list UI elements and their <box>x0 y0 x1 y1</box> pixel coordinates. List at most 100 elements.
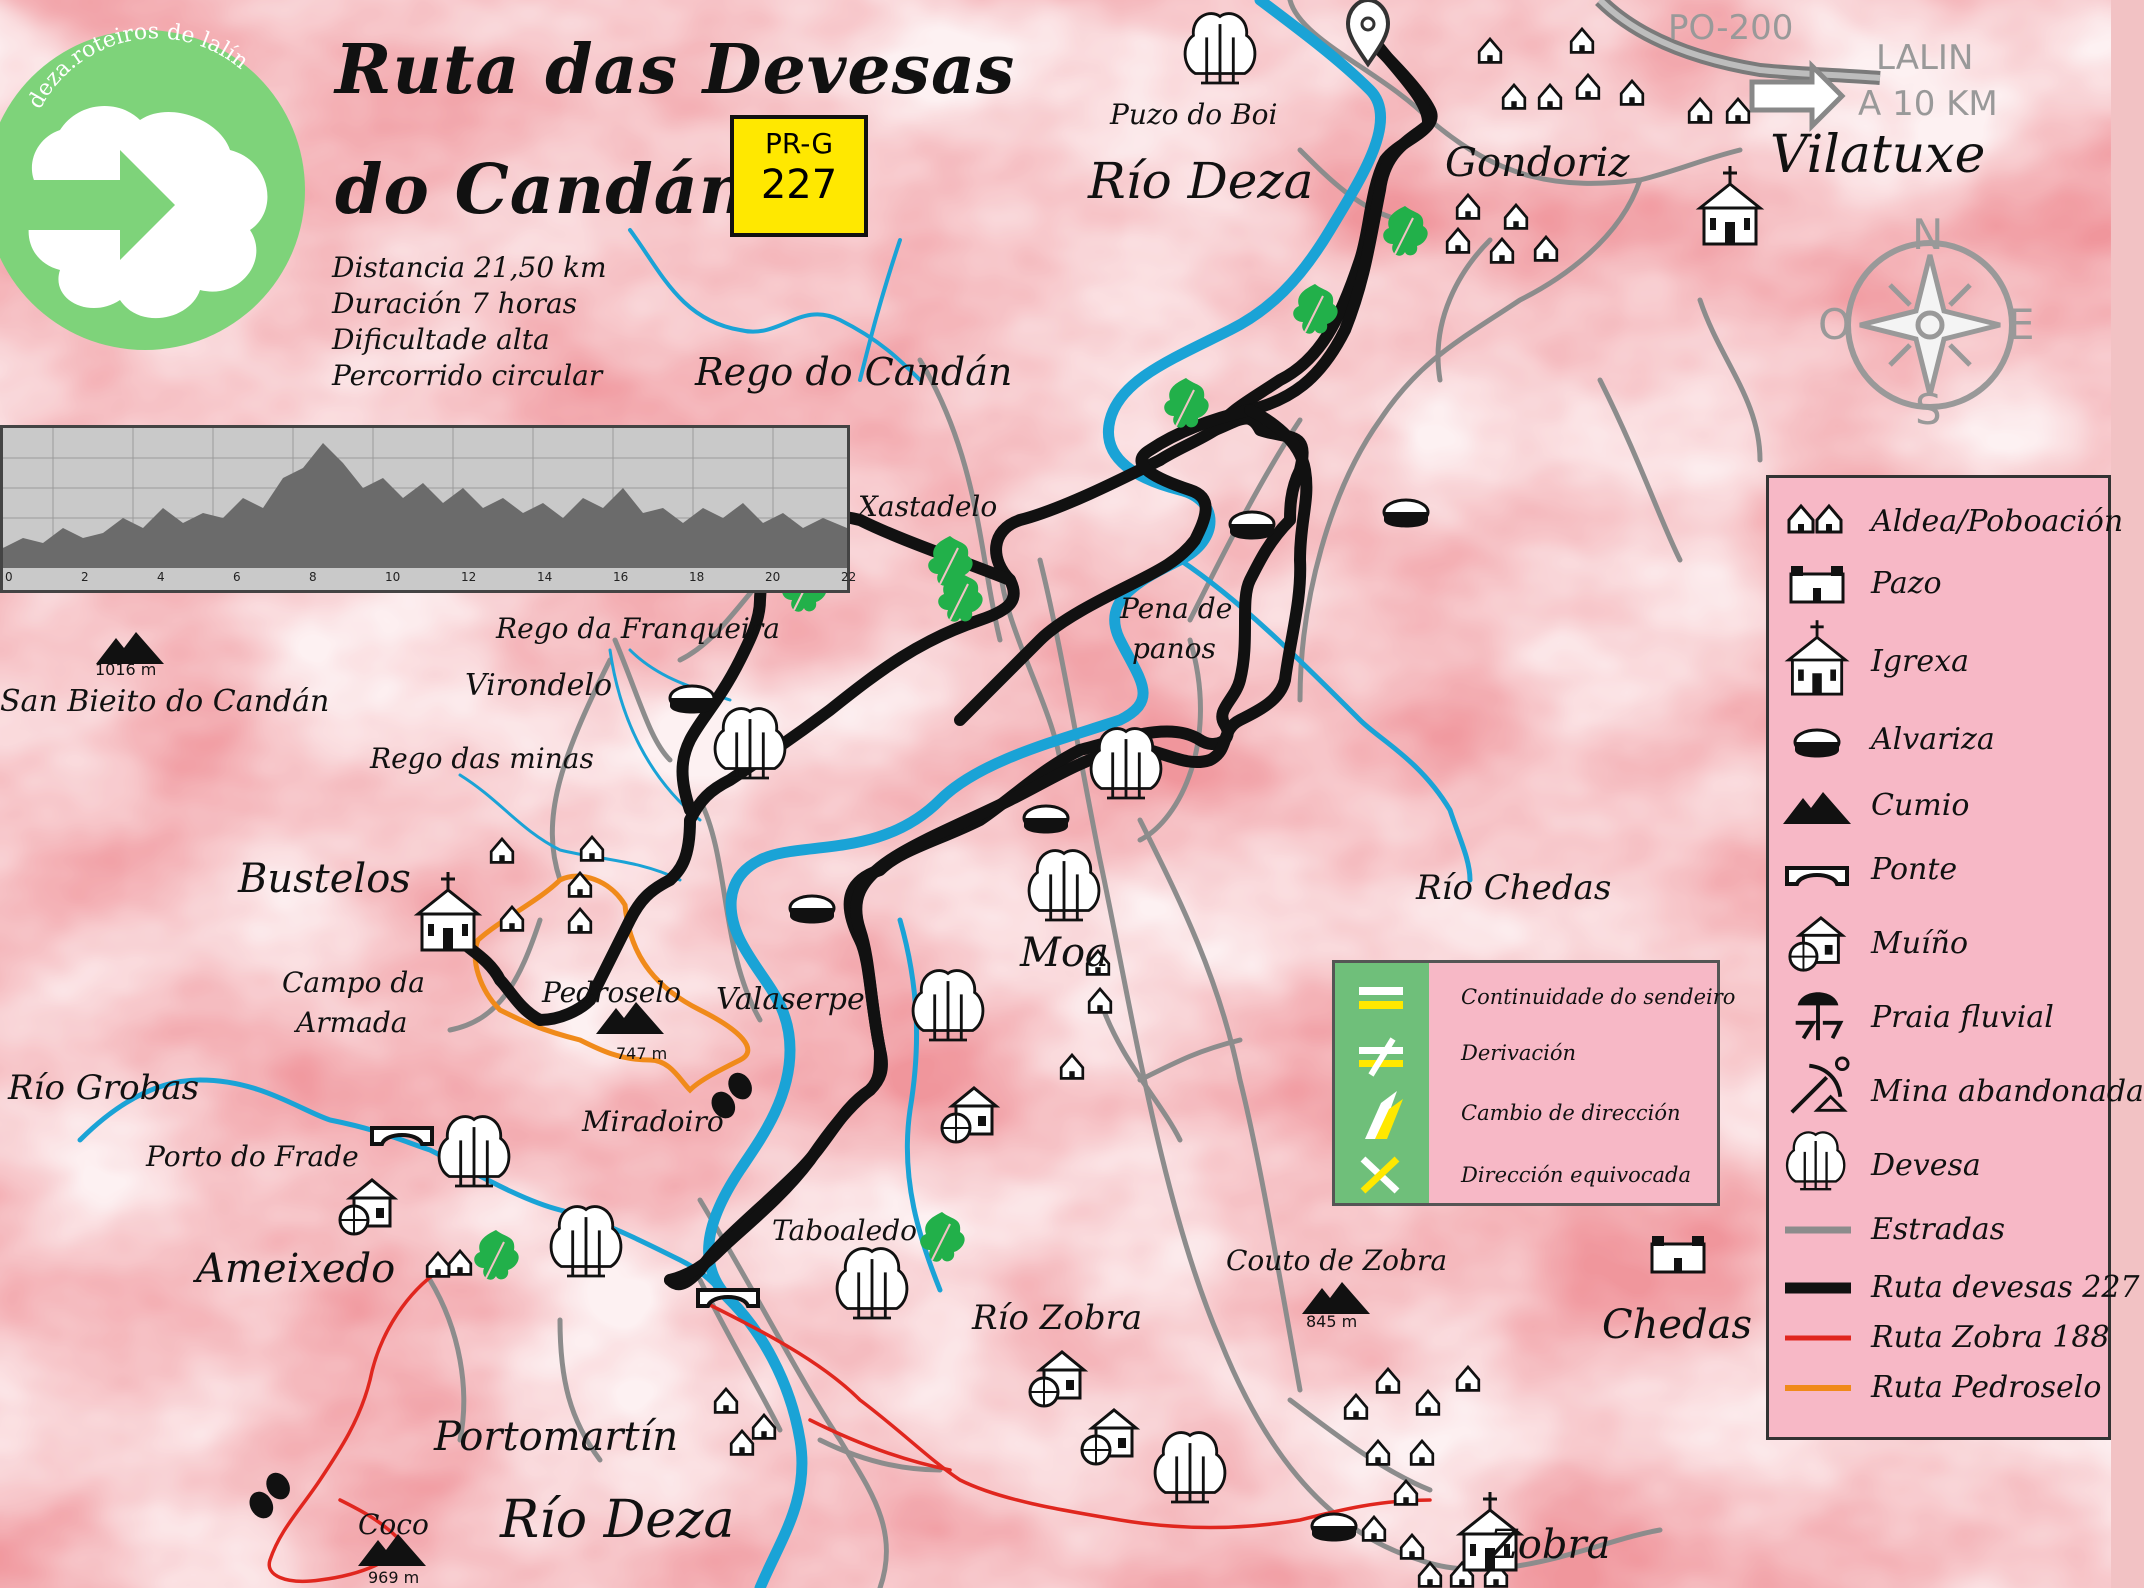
label-rego-do-candan: Rego do Candán <box>695 350 1013 394</box>
village-icon <box>1445 227 1471 254</box>
summit-icon <box>1302 1282 1370 1314</box>
legend-item-roads: Estradas <box>1769 1202 2109 1262</box>
watermill-icon <box>940 1086 998 1144</box>
bridge-icon <box>370 1126 434 1146</box>
village-icon <box>1375 1367 1401 1394</box>
village-icon <box>751 1413 777 1440</box>
label-rio-deza-north: Río Deza <box>1088 152 1314 210</box>
village-icon <box>567 907 593 934</box>
village-icon <box>1787 504 1843 534</box>
route-pedroselo-line-icon <box>1785 1385 1851 1391</box>
oak-leaf-icon <box>1163 377 1210 429</box>
church-icon <box>1698 164 1762 246</box>
profile-tick: 8 <box>309 570 317 584</box>
watermill-icon <box>1080 1408 1138 1466</box>
label-xastadelo: Xastadelo <box>858 490 998 523</box>
village-icon <box>1687 97 1713 124</box>
legend-item-church: Igrexa <box>1769 618 2109 698</box>
forest-icon <box>549 1205 623 1278</box>
village-icon <box>1087 987 1113 1014</box>
sign-direction-change: Cambio de dirección <box>1461 1101 1681 1125</box>
label-portomartin: Portomartín <box>434 1414 679 1460</box>
compass-south: S <box>1915 385 1942 434</box>
village-icon <box>729 1429 755 1456</box>
stat-distance: Distancia 21,50 km <box>332 251 607 284</box>
label-rio-chedas: Río Chedas <box>1416 868 1612 908</box>
beehive-icon <box>788 894 836 925</box>
village-icon <box>1501 83 1527 110</box>
legend-item-forest: Devesa <box>1769 1131 2109 1198</box>
village-icon <box>1399 1533 1425 1560</box>
forest-icon <box>1785 1131 1846 1191</box>
profile-tick: 22 <box>841 570 857 584</box>
binoculars-icon <box>244 1468 295 1523</box>
label-lalin: LALIN <box>1876 38 1974 78</box>
village-icon <box>499 905 525 932</box>
village-icon <box>447 1249 473 1276</box>
label-rego-das-minas: Rego das minas <box>370 742 594 775</box>
profile-tick: 2 <box>81 570 89 584</box>
label-valaserpe: Valaserpe <box>716 982 865 1017</box>
village-icon <box>1575 73 1601 100</box>
label-rio-zobra: Río Zobra <box>972 1298 1143 1338</box>
legend-item-route-pedroselo: Ruta Pedroselo <box>1769 1358 2109 1418</box>
label-panos: panos <box>1132 632 1216 665</box>
watermill-icon <box>1788 916 1844 972</box>
forest-icon <box>437 1115 511 1188</box>
village-icon <box>1415 1389 1441 1416</box>
pickaxe-icon <box>1790 1056 1850 1114</box>
route-badge: PR-G 227 <box>730 115 868 237</box>
legend-item-hive: Alvariza <box>1769 718 2109 778</box>
village-icon <box>1725 97 1751 124</box>
oak-leaf-icon <box>1382 205 1429 257</box>
church-icon <box>416 870 480 952</box>
village-icon <box>579 835 605 862</box>
village-icon <box>713 1387 739 1414</box>
village-icon <box>567 871 593 898</box>
compass-east: E <box>2008 300 2035 349</box>
forest-icon <box>1089 727 1163 800</box>
label-pedroselo: Pedroselo <box>542 976 682 1009</box>
label-ameixedo: Ameixedo <box>196 1246 396 1292</box>
pazo-icon <box>1789 564 1845 604</box>
forest-icon <box>911 969 985 1042</box>
legend-item-bridge: Ponte <box>1769 848 2109 908</box>
oak-leaf-icon <box>919 1211 966 1263</box>
label-bustelos: Bustelos <box>238 856 411 902</box>
village-icon <box>1059 1053 1085 1080</box>
profile-tick: 10 <box>385 570 401 584</box>
village-icon <box>1417 1561 1443 1588</box>
peak-elevation-969: 969 m <box>368 1568 420 1587</box>
village-icon <box>1393 1479 1419 1506</box>
village-icon <box>1569 27 1595 54</box>
profile-tick: 14 <box>537 570 553 584</box>
stat-difficulty: Dificultade alta <box>332 323 550 356</box>
forest-icon <box>1153 1431 1227 1504</box>
signs-strip <box>1335 963 1429 1203</box>
route-badge-code: PR-G <box>764 127 834 160</box>
map-legend: Aldea/Poboación Pazo Igrexa Alvariza Cum… <box>1766 475 2144 1440</box>
compass-west: O <box>1818 300 1852 349</box>
stat-type: Percorrido circular <box>332 359 603 392</box>
label-rego-da-franqueira: Rego da Franqueira <box>496 612 780 645</box>
beehive-icon <box>1310 1512 1358 1543</box>
map-pin-icon <box>1345 0 1391 68</box>
route-188-line-icon <box>1785 1335 1851 1341</box>
village-icon <box>1533 235 1559 262</box>
label-vilatuxe: Vilatuxe <box>1770 125 1986 185</box>
village-icon <box>1361 1515 1387 1542</box>
watermill-icon <box>1028 1350 1086 1408</box>
trail-signs-panel: Continuidade do sendeiro Derivación Camb… <box>1332 960 1735 1206</box>
village-icon <box>1343 1393 1369 1420</box>
summit-icon <box>1783 792 1851 824</box>
label-gondoriz: Gondoriz <box>1445 140 1630 186</box>
route-stats: Distancia 21,50 km Duración 7 horas Difi… <box>332 250 607 394</box>
label-porto-do-frade: Porto do Frade <box>146 1140 359 1173</box>
label-taboaledo: Taboaledo <box>772 1214 917 1247</box>
direction-arrow-icon <box>1749 59 1846 133</box>
peak-elevation-845: 845 m <box>1306 1312 1358 1331</box>
label-puzo-do-boi: Puzo do Boi <box>1110 98 1278 131</box>
forest-icon <box>835 1247 909 1320</box>
